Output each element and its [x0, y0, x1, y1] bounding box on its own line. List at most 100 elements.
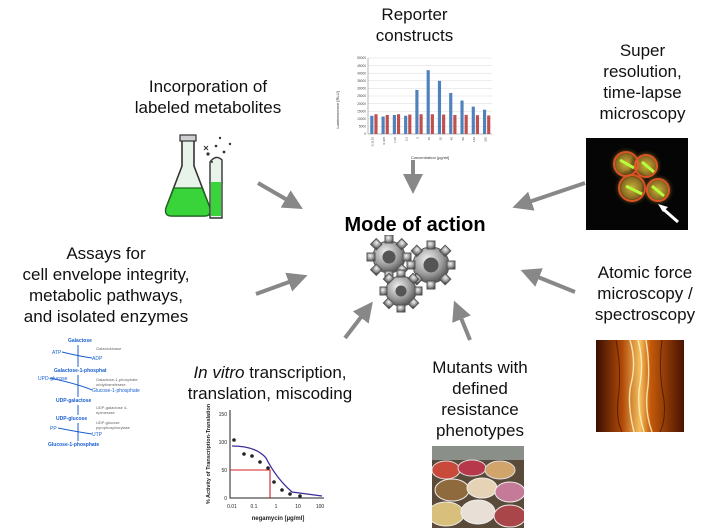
label-mutants: Mutants with defined resistance phenotyp…	[420, 357, 540, 441]
label-line: Assays for	[66, 244, 146, 263]
chart-xtick: 80	[461, 137, 465, 141]
pathway-enzyme: UDP-glucose pyrophosphorylase	[96, 420, 130, 430]
label-line: phenotypes	[436, 421, 524, 440]
pathway-enzyme: Galactokinase	[96, 346, 122, 351]
label-line: Incorporation of	[148, 77, 268, 96]
label-italic: In vitro	[193, 363, 245, 382]
pathway-side: ADP	[92, 356, 103, 362]
chart-bar	[374, 114, 378, 134]
dose-ytick: 100	[219, 440, 228, 446]
chart-xtick: 320	[483, 137, 487, 142]
pathway-item: Glucose-1-phosphate	[48, 442, 100, 448]
chart-xtick: 5	[416, 137, 420, 139]
label-line: microscopy /	[597, 284, 693, 303]
chart-bar	[487, 115, 491, 134]
label-line: In vitro transcription,	[170, 362, 370, 383]
chart-ytick: 30000	[357, 87, 366, 91]
mode-of-action-title: Mode of action	[344, 214, 486, 236]
chart-bar	[426, 70, 430, 134]
chart-xtick: 0,625	[382, 137, 386, 145]
chart-xtick: 40	[450, 137, 454, 141]
pathway-item: UDP-galactose	[56, 398, 92, 404]
label-line: metabolic pathways,	[28, 286, 184, 305]
chart-ylabel: Luminescence [RLU]	[335, 91, 340, 128]
arrow-mutants	[452, 300, 472, 341]
chart-ytick: 45000	[357, 64, 366, 68]
chart-bar	[471, 106, 475, 134]
petri-dishes-photo	[432, 446, 524, 528]
arrow-assays	[255, 272, 308, 296]
label-line: labeled metabolites	[134, 98, 282, 117]
chart-xtick: 160	[472, 137, 476, 142]
chart-ytick: 25000	[357, 94, 366, 98]
chart-bar	[370, 115, 374, 134]
chart-xtick: 2,5	[404, 137, 408, 142]
arrow-invitro	[343, 301, 373, 340]
label-atomic-force: Atomic force microscopy / spectroscopy	[584, 262, 706, 325]
label-line: spectroscopy	[594, 305, 696, 324]
label-line: Reporter	[381, 5, 448, 24]
pathway-item: UDP-glucose	[56, 416, 88, 422]
label-super-resolution: Super resolution, time-lapse microscopy	[580, 40, 705, 124]
chart-bar	[464, 114, 468, 134]
chart-xtick: 20	[438, 137, 442, 141]
pathway-enzyme: Galactose-1-phosphate uridyltransferase	[96, 377, 138, 387]
chart-bar	[482, 109, 487, 134]
chart-ytick: 5000	[359, 125, 366, 129]
label-labeled-metabolites: Incorporation of labeled metabolites	[118, 76, 298, 118]
chart-xtick: 0,3125	[371, 137, 375, 147]
label-line: constructs	[375, 26, 454, 45]
dose-ytick: 150	[219, 412, 228, 418]
dose-xlabel: negamycin [µg/ml]	[252, 516, 305, 522]
label-rest: transcription,	[244, 363, 347, 382]
pathway-side: ATP	[52, 350, 62, 356]
chart-bar	[437, 80, 442, 134]
label-line: defined	[452, 379, 508, 398]
chart-xtick: 1,25	[393, 137, 397, 143]
pathway-side: Glucose-1-phosphate	[92, 388, 140, 394]
chart-bar	[385, 115, 389, 134]
arrow-metabolites	[256, 181, 303, 210]
label-in-vitro: In vitro transcription, translation, mis…	[170, 362, 370, 404]
label-line: time-lapse	[603, 83, 682, 102]
chart-bar	[442, 114, 446, 134]
chart-bar	[404, 115, 408, 134]
label-line: microscopy	[599, 104, 686, 123]
pathway-side: UTP	[92, 432, 102, 438]
chart-bar	[396, 114, 401, 134]
dose-response-chart: % Activity of Transcription-Translation …	[206, 403, 325, 522]
chart-bar	[453, 115, 457, 134]
flask-icon	[164, 134, 232, 219]
dose-ytick: 0	[224, 496, 227, 502]
chart-ytick: 10000	[357, 117, 366, 121]
pointer-arrow-icon	[661, 206, 679, 224]
chart-bar	[381, 116, 385, 134]
pathway-side: PP	[50, 426, 57, 432]
chart-xtick: 10	[427, 137, 431, 141]
chart-ytick: 40000	[357, 71, 366, 75]
label-assays: Assays for cell envelope integrity, meta…	[0, 243, 212, 327]
chart-bar	[392, 115, 396, 134]
dose-ylabel: % Activity of Transcription-Translation	[206, 403, 212, 504]
microscopy-image	[586, 138, 688, 230]
chart-ytick: 20000	[357, 102, 366, 106]
chart-ytick: 50000	[357, 56, 366, 60]
chart-xlabel: Concentration [µg/ml]	[411, 155, 449, 160]
label-line: cell envelope integrity,	[22, 265, 190, 284]
arrow-afm	[520, 268, 576, 294]
pathway-enzyme: UDP-galactose 4-epimerase	[96, 405, 128, 415]
label-reporter-constructs: Reporter constructs	[352, 4, 477, 46]
label-line: Mutants with	[432, 358, 528, 377]
chart-bar	[408, 114, 412, 134]
label-line: resistance	[441, 400, 519, 419]
chart-ytick: 15000	[357, 109, 366, 113]
pathway-item: Galactose	[68, 338, 92, 344]
chart-bar	[475, 115, 480, 134]
arrow-superres	[512, 181, 586, 211]
pathway-item: Galactose-1-phosphat	[54, 368, 107, 374]
dose-xtick: 10	[295, 504, 301, 510]
chart-ytick: 35000	[357, 79, 366, 83]
chart-bar	[460, 100, 464, 134]
dose-xtick: 100	[316, 504, 325, 510]
